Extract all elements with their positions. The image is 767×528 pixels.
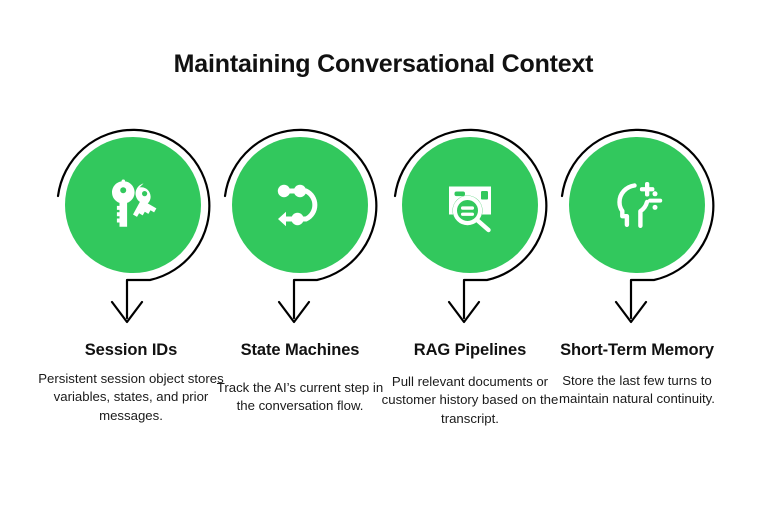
arrow-head-3 [447,300,481,324]
step-heading-3: RAG Pipelines [413,341,527,359]
step-heading-1: Session IDs [84,341,178,359]
step-body-4: Store the last few turns to maintain nat… [559,372,715,407]
arrow-head-4 [614,300,648,324]
state-flow-icon [277,184,318,227]
document-search-icon [449,186,491,233]
step-circle-1[interactable] [65,137,201,273]
step-text-1: Session IDs Persistent session object st… [38,340,224,426]
step-circle-3[interactable] [402,137,538,273]
step-body-3: Pull relevant documents or customer hist… [381,373,559,427]
step-circle-2[interactable] [232,137,368,273]
step-text-3: RAG Pipelines Pull relevant documents or… [377,340,563,429]
arrow-head-1 [110,300,144,324]
keys-icon [112,179,157,227]
page-title: Maintaining Conversational Context [173,50,594,78]
step-heading-2: State Machines [240,341,360,359]
brain-math-icon [617,182,663,228]
arrow-head-2 [277,300,311,324]
step-text-2: State Machines Track the AI’s current st… [207,340,393,416]
step-body-2: Track the AI’s current step in the conve… [216,379,384,414]
step-heading-4: Short-Term Memory [560,341,714,359]
step-circle-4[interactable] [569,137,705,273]
step-text-4: Short-Term Memory Store the last few tur… [544,340,730,409]
step-body-1: Persistent session object stores variabl… [38,370,224,424]
